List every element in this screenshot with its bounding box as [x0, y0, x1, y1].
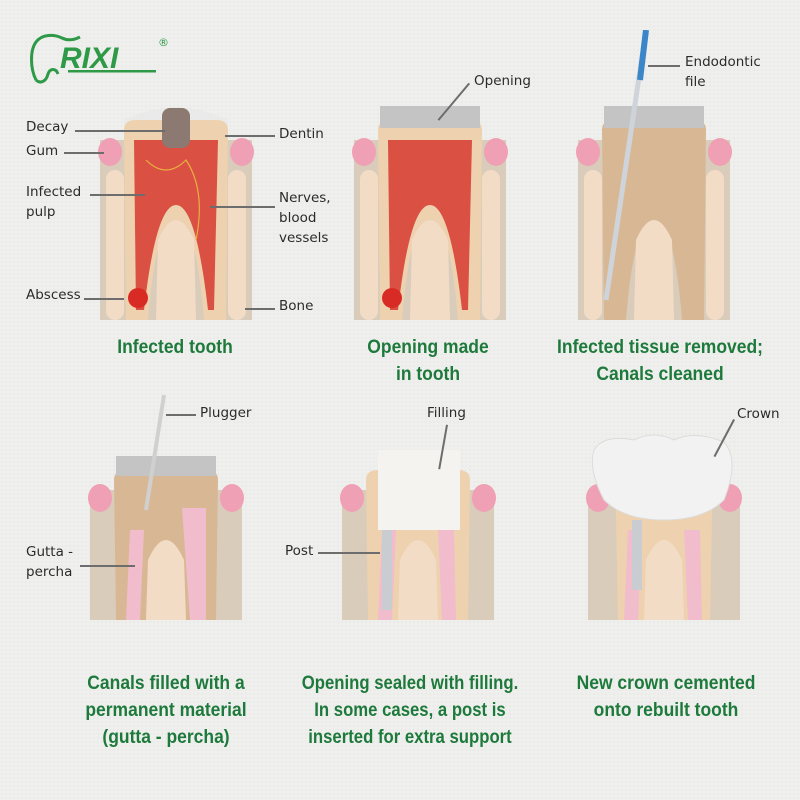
label-bone: Bone [279, 298, 314, 314]
endodontic-file-icon [600, 29, 660, 315]
tooth-outline-logo-icon: RIXI ® [30, 33, 169, 84]
leader-line [80, 565, 135, 567]
label-crown: Crown [737, 406, 780, 422]
caption-opening-made: Opening made in tooth [367, 337, 489, 385]
caption-opening-sealed: Opening sealed with filling. In some cas… [301, 673, 519, 748]
label-plugger: Plugger [200, 405, 252, 421]
leader-line [166, 414, 196, 416]
label-post: Post [285, 543, 314, 559]
leader-line [90, 194, 145, 196]
label-gum: Gum [26, 143, 59, 159]
label-decay: Decay [26, 119, 69, 135]
label-infected-pulp: Infected pulp [26, 184, 82, 220]
label-gutta-percha: Gutta - percha [26, 544, 74, 580]
leader-line [84, 298, 124, 300]
leader-line [648, 65, 680, 67]
leader-line [318, 552, 380, 554]
canals-filled-illustration [86, 450, 246, 625]
svg-text:RIXI: RIXI [60, 42, 119, 75]
rixi-logo: RIXI ® [28, 28, 178, 88]
label-abscess: Abscess [26, 287, 81, 303]
caption-canals-filled: Canals filled with a permanent material … [85, 673, 247, 748]
leader-line [225, 135, 275, 137]
tissue-removed-illustration [574, 100, 734, 325]
caption-infected-tooth: Infected tooth [117, 337, 233, 358]
caption-tissue-removed: Infected tissue removed; Canals cleaned [557, 337, 763, 385]
label-filling: Filling [427, 405, 466, 421]
opening-made-illustration [350, 100, 510, 325]
leader-line [210, 206, 275, 208]
label-opening: Opening [474, 73, 531, 89]
leader-line [75, 130, 165, 132]
opening-sealed-illustration [338, 450, 498, 625]
label-endodontic-file: Endodontic file [685, 54, 761, 90]
leader-line [64, 152, 104, 154]
label-dentin: Dentin [279, 126, 324, 142]
svg-text:®: ® [158, 36, 169, 49]
crown-cemented-illustration [584, 430, 744, 625]
leader-line [245, 308, 275, 310]
label-nerves-blood-vessels: Nerves, blood vessels [279, 190, 331, 246]
infected-tooth-illustration [96, 100, 256, 325]
plugger-icon [140, 394, 170, 520]
caption-crown-cemented: New crown cemented onto rebuilt tooth [576, 673, 756, 721]
